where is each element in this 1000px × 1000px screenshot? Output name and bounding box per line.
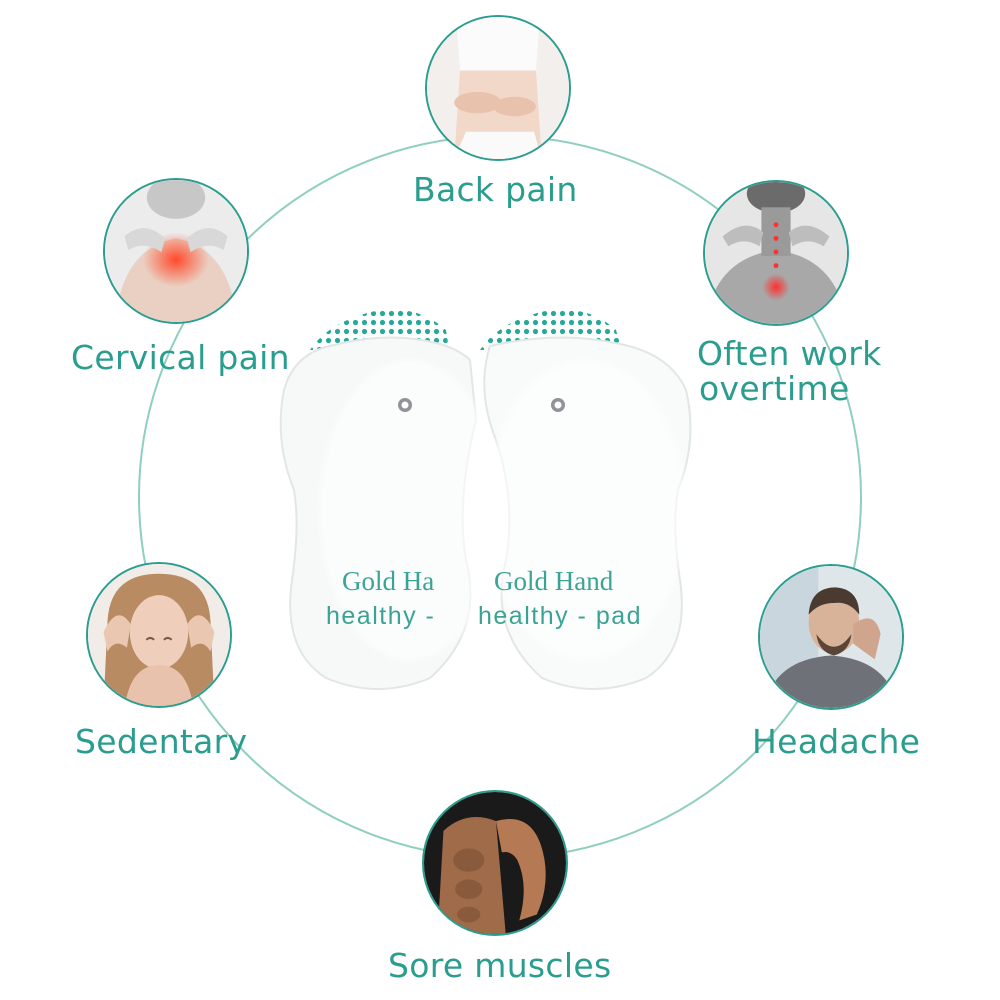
cervical-pain-photo [103,178,249,324]
pad-right [480,309,692,690]
headache-photo [758,564,904,710]
sore-muscles-photo [422,790,568,936]
pad-right-subtitle: healthy - pad [478,602,643,630]
back-pain-photo [425,15,571,161]
pad-left-subtitle: healthy - [326,602,436,630]
overtime-photo [703,180,849,326]
electrode-pads-product: Gold Ha healthy - Gold Hand healthy - pa… [270,300,730,700]
often-work-label-line1: Often work [697,334,882,373]
sore-muscles-label: Sore muscles [388,946,612,985]
sedentary-label: Sedentary [75,722,248,761]
pad-left [279,309,500,690]
pad-left-brand: Gold Ha [342,566,435,596]
back-pain-label: Back pain [413,170,578,209]
sedentary-photo [86,562,232,708]
headache-label: Headache [752,722,921,761]
pad-right-brand: Gold Hand [494,566,614,596]
cervical-pain-label: Cervical pain [71,338,290,377]
often-work-label-line2: overtime [699,369,850,408]
